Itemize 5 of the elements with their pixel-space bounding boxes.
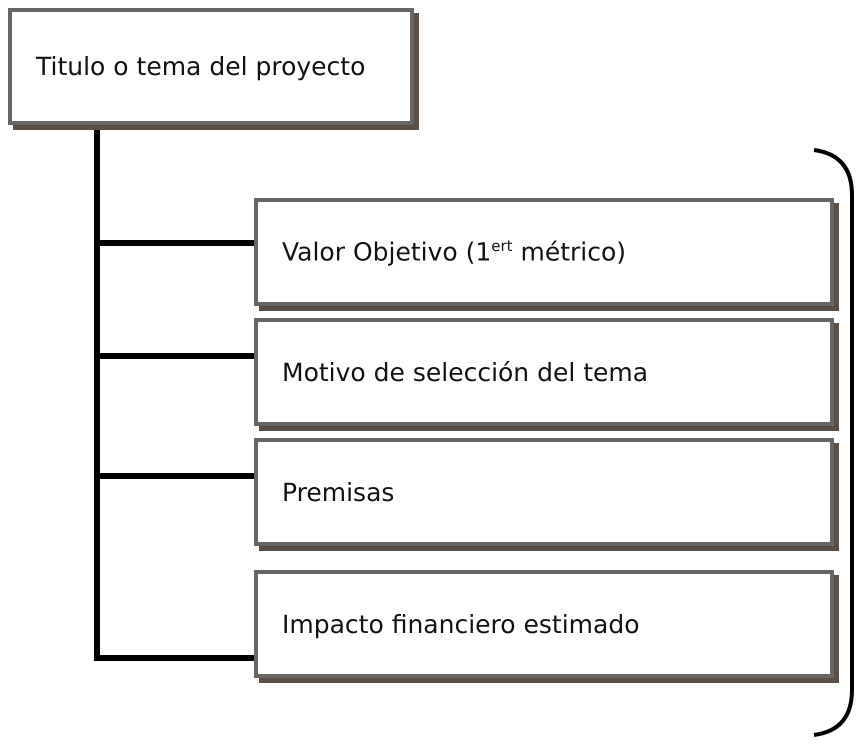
box-label: Titulo o tema del proyecto: [36, 52, 366, 81]
box-label: Valor Objetivo (1$^{ert}$ métrico): [282, 237, 626, 267]
box-label: Premisas: [282, 478, 394, 506]
box-label: Impacto financiero estimado: [282, 610, 640, 638]
box-label: Motivo de selección del tema: [282, 358, 648, 386]
